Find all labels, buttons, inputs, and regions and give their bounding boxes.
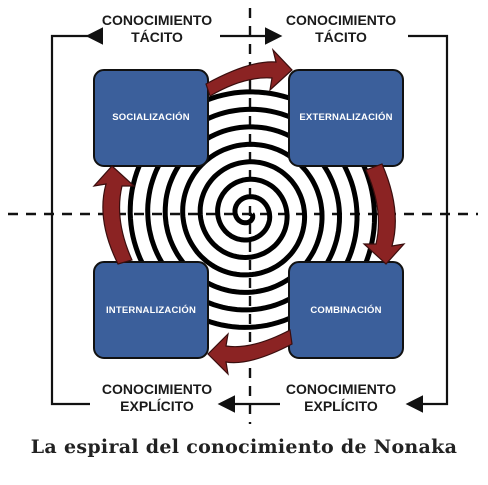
arrow-internalizacion-to-socializacion — [92, 165, 136, 265]
label-top-right-line2: TÁCITO — [315, 29, 367, 45]
spiral-path — [127, 89, 378, 339]
label-top-left: CONOCIMIENTO TÁCITO — [82, 12, 232, 46]
box-label-internalizacion: INTERNALIZACIÓN — [105, 305, 197, 316]
box-label-externalizacion: EXTERNALIZACIÓN — [299, 112, 393, 123]
label-bottom-left-line2: EXPLÍCITO — [120, 398, 194, 414]
label-top-right-line1: CONOCIMIENTO — [285, 12, 397, 28]
right-outer-bracket — [405, 34, 449, 413]
box-label-combinacion: COMBINACIÓN — [310, 305, 382, 316]
label-top-right: CONOCIMIENTO TÁCITO — [266, 12, 416, 46]
box-socializacion — [93, 69, 209, 167]
diagram-caption: La espiral del conocimiento de Nonaka — [30, 436, 458, 458]
box-combinacion — [288, 261, 404, 359]
label-bottom-right-line1: CONOCIMIENTO — [285, 381, 397, 397]
box-externalizacion — [288, 69, 404, 167]
label-top-left-line1: CONOCIMIENTO — [101, 12, 213, 28]
label-bottom-right-line2: EXPLÍCITO — [304, 398, 378, 414]
arrow-socializacion-to-externalizacion — [205, 47, 293, 97]
knowledge-spiral — [127, 89, 378, 339]
label-bottom-left-line1: CONOCIMIENTO — [101, 381, 213, 397]
arrow-externalizacion-to-combinacion — [362, 163, 406, 265]
left-outer-bracket — [50, 27, 104, 406]
label-bottom-left: CONOCIMIENTO EXPLÍCITO — [82, 381, 232, 415]
label-top-left-line2: TÁCITO — [131, 29, 183, 45]
box-internalizacion — [93, 261, 209, 359]
arrow-combinacion-to-internalizacion — [207, 329, 293, 376]
box-label-socializacion: SOCIALIZACIÓN — [112, 112, 190, 123]
label-bottom-right: CONOCIMIENTO EXPLÍCITO — [266, 381, 416, 415]
